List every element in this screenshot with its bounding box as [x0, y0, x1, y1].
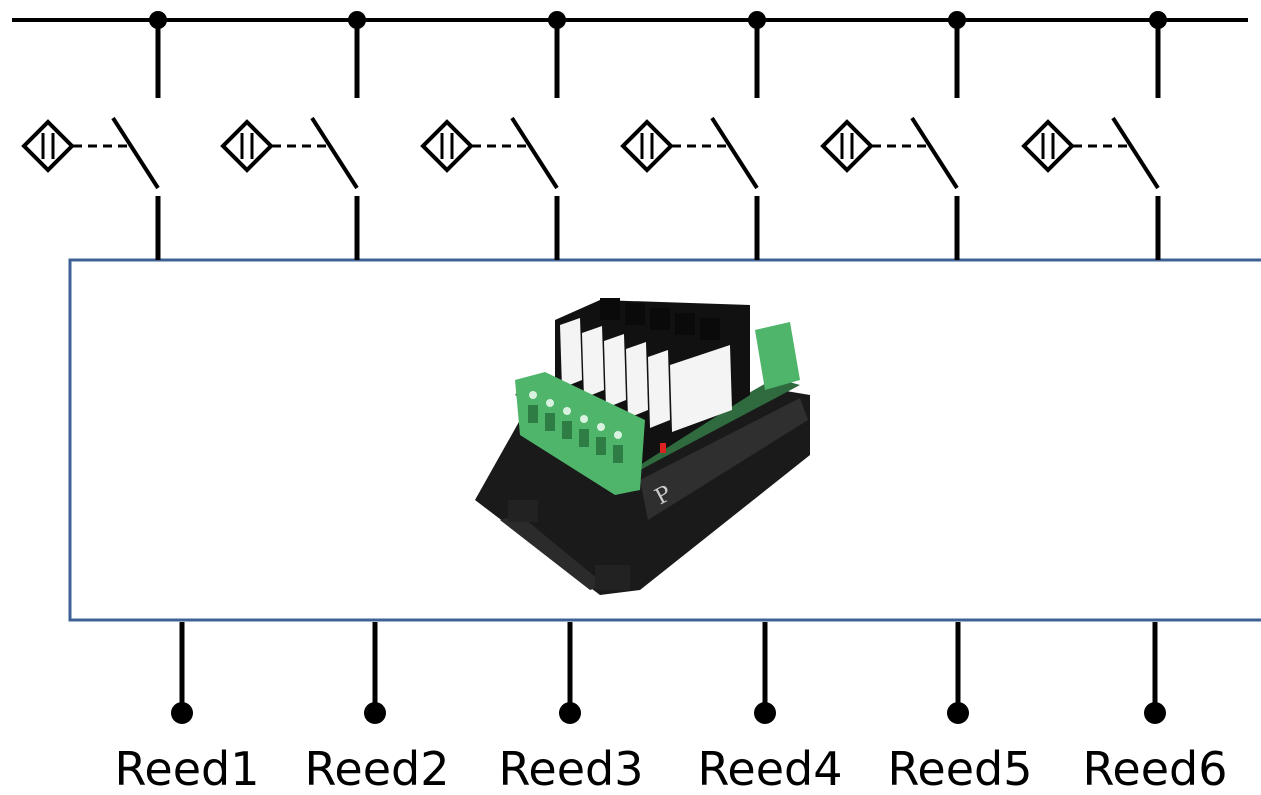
switch-blade	[111, 116, 160, 190]
proximity-sensor-icon	[220, 119, 274, 173]
switch-blade	[1111, 116, 1160, 190]
channel-3	[420, 11, 581, 724]
switch-blade	[310, 116, 359, 190]
reed-label-2: Reed2	[305, 742, 450, 795]
channel-1	[21, 11, 193, 724]
output-terminal-dot	[754, 702, 776, 724]
proximity-sensor-icon	[21, 119, 75, 173]
switch-blade	[510, 116, 559, 190]
channel-6	[1021, 11, 1167, 724]
channel-5	[820, 11, 969, 724]
channel-4	[620, 11, 776, 724]
label-group: Reed1 Reed2 Reed3 Reed4 Reed5 Reed6	[115, 742, 1228, 795]
channel-2	[220, 11, 386, 724]
relay-module-photo: P	[475, 298, 810, 595]
output-terminal-dot	[1144, 702, 1166, 724]
proximity-sensor-icon	[820, 119, 874, 173]
switch-blade	[710, 116, 759, 190]
reed-label-6: Reed6	[1083, 742, 1228, 795]
output-terminal-dot	[364, 702, 386, 724]
proximity-sensor-icon	[420, 119, 474, 173]
reed-label-4: Reed4	[698, 742, 843, 795]
output-terminal-dot	[171, 702, 193, 724]
output-terminal-dot	[559, 702, 581, 724]
reed-label-5: Reed5	[888, 742, 1033, 795]
switch-blade	[910, 116, 959, 190]
proximity-sensor-icon	[620, 119, 674, 173]
reed-label-3: Reed3	[499, 742, 644, 795]
reed-label-1: Reed1	[115, 742, 260, 795]
channel-group	[21, 11, 1167, 724]
proximity-sensor-icon	[1021, 119, 1075, 173]
output-terminal-dot	[947, 702, 969, 724]
